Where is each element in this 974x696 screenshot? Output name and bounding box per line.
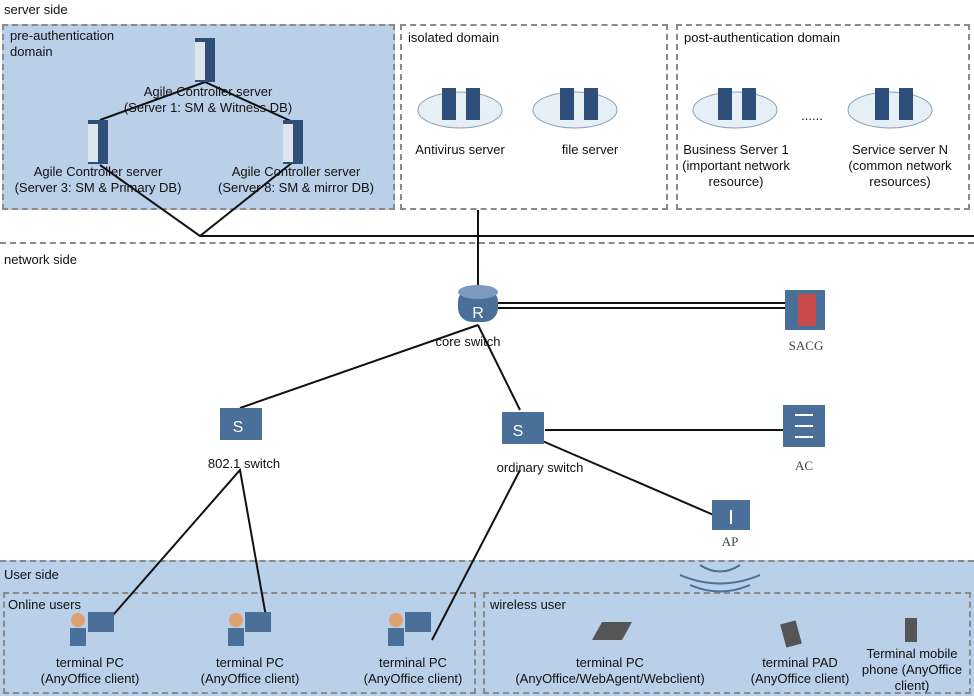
ordinary-switch-label: ordinary switch <box>496 460 584 475</box>
switch-8021-label: 802.1 switch <box>207 456 281 471</box>
pc1-label: terminal PC(AnyOffice client) <box>40 655 140 686</box>
core-switch-label: core switch <box>435 334 501 349</box>
pc-icons <box>70 612 917 648</box>
ap-label: AP <box>721 534 739 549</box>
server8-label: Agile Controller server(Server 8: SM & m… <box>217 164 375 195</box>
laptop-label: terminal PC(AnyOffice/WebAgent/Webclient… <box>515 655 705 686</box>
ac-icon <box>783 405 825 447</box>
server3-label: Agile Controller server(Server 3: SM & P… <box>14 164 182 195</box>
antivirus-server-label: Antivirus server <box>415 142 505 157</box>
router-icon: R <box>458 285 498 322</box>
user-side-label: User side <box>4 567 59 582</box>
pc2-label: terminal PC(AnyOffice client) <box>200 655 300 686</box>
pre-auth-label: pre-authentication domain <box>10 28 115 59</box>
network-divider <box>0 242 974 244</box>
ellipsis: ...... <box>801 108 823 123</box>
sacg-icon <box>785 290 825 330</box>
online-users-box <box>3 592 476 694</box>
wireless-waves-icon <box>679 564 761 593</box>
svg-text:R: R <box>472 305 484 322</box>
ac-label: AC <box>794 458 814 473</box>
server-icons <box>88 38 303 164</box>
post-auth-domain <box>676 24 970 210</box>
isolated-label: isolated domain <box>408 30 500 45</box>
cloud-icons <box>417 91 933 129</box>
file-server-label: file server <box>561 142 619 157</box>
pc3-label: terminal PC(AnyOffice client) <box>363 655 463 686</box>
pad-label: terminal PAD(AnyOffice client) <box>750 655 850 686</box>
server-side-label: server side <box>4 2 68 17</box>
wireless-user-box <box>483 592 971 694</box>
server1-label: Agile Controller server(Server 1: SM & W… <box>123 84 293 115</box>
ap-icon <box>712 500 750 530</box>
isolated-domain <box>400 24 668 210</box>
user-side-region <box>0 560 974 696</box>
post-auth-label: post-authentication domain <box>684 30 841 45</box>
svg-text:S: S <box>513 423 524 440</box>
sacg-label: SACG <box>788 338 824 353</box>
ordinary-switch-icon: S <box>502 412 544 444</box>
network-side-label: network side <box>4 252 77 267</box>
svg-text:S: S <box>233 419 244 436</box>
wireless-user-label: wireless user <box>490 597 566 612</box>
online-users-label: Online users <box>8 597 81 612</box>
switch-8021-icon: S <box>220 408 262 440</box>
